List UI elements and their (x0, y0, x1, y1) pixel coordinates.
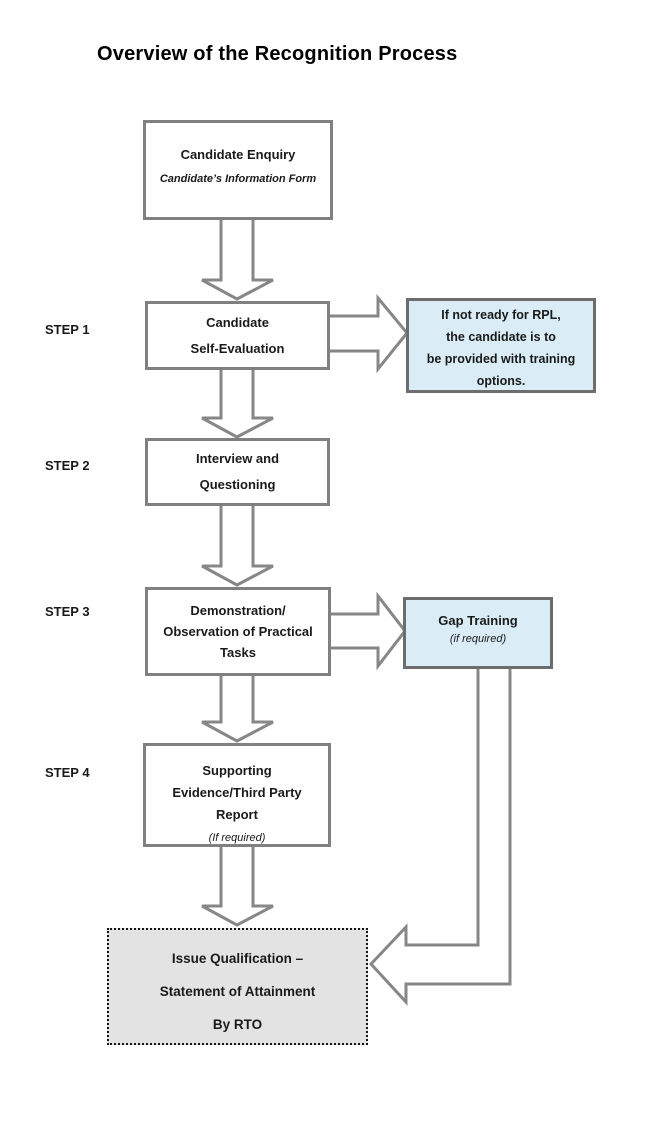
demonstration-line-1: Demonstration/ (190, 603, 286, 618)
issue-line-3: By RTO (212, 1017, 263, 1032)
down-arrow-5-icon (201, 846, 274, 927)
gap-training-box: Gap Training (if required) (403, 597, 553, 669)
self-evaluation-line-2: Self-Evaluation (190, 340, 285, 356)
step-4-label: STEP 4 (45, 765, 90, 780)
supporting-line-1: Supporting (202, 763, 272, 778)
training-options-line-4: options. (476, 373, 526, 388)
supporting-line-2: Evidence/Third Party (172, 785, 302, 800)
candidate-enquiry-subtitle: Candidate’s Information Form (159, 173, 317, 185)
issue-line-2: Statement of Attainment (159, 984, 316, 999)
issue-line-1: Issue Qualification – (171, 951, 304, 966)
right-arrow-step3-icon (331, 591, 407, 671)
supporting-evidence-box: Supporting Evidence/Third Party Report (… (143, 743, 331, 847)
issue-qualification-box: Issue Qualification – Statement of Attai… (107, 928, 368, 1045)
gap-training-title: Gap Training (438, 613, 518, 628)
bent-arrow-gap-to-issue-icon (368, 668, 512, 1006)
demonstration-line-2: Observation of Practical (163, 624, 313, 639)
training-options-line-1: If not ready for RPL, (441, 307, 561, 322)
right-arrow-step1-icon (330, 293, 409, 374)
self-evaluation-line-1: Candidate (206, 314, 269, 330)
down-arrow-1-icon (201, 219, 274, 301)
interview-line-2: Questioning (199, 477, 276, 492)
page-title: Overview of the Recognition Process (97, 43, 458, 65)
candidate-self-evaluation-box: Candidate Self-Evaluation (145, 301, 330, 370)
down-arrow-4-icon (201, 675, 274, 743)
training-options-line-3: be provided with training (426, 351, 576, 366)
down-arrow-3-icon (201, 505, 274, 587)
training-options-line-2: the candidate is to (446, 329, 556, 344)
supporting-note: (If required) (208, 832, 266, 844)
candidate-enquiry-box: Candidate Enquiry Candidate’s Informatio… (143, 120, 333, 220)
demonstration-line-3: Tasks (220, 645, 256, 660)
down-arrow-2-icon (201, 369, 274, 439)
step-3-label: STEP 3 (45, 604, 90, 619)
step-2-label: STEP 2 (45, 458, 90, 473)
interview-line-1: Interview and (195, 451, 280, 466)
candidate-enquiry-title: Candidate Enquiry (180, 147, 296, 162)
step-1-label: STEP 1 (45, 322, 90, 337)
training-options-box: If not ready for RPL, the candidate is t… (406, 298, 596, 393)
supporting-line-3: Report (216, 807, 258, 822)
demonstration-box: Demonstration/ Observation of Practical … (145, 587, 331, 676)
gap-training-note: (if required) (449, 633, 507, 645)
interview-questioning-box: Interview and Questioning (145, 438, 330, 506)
